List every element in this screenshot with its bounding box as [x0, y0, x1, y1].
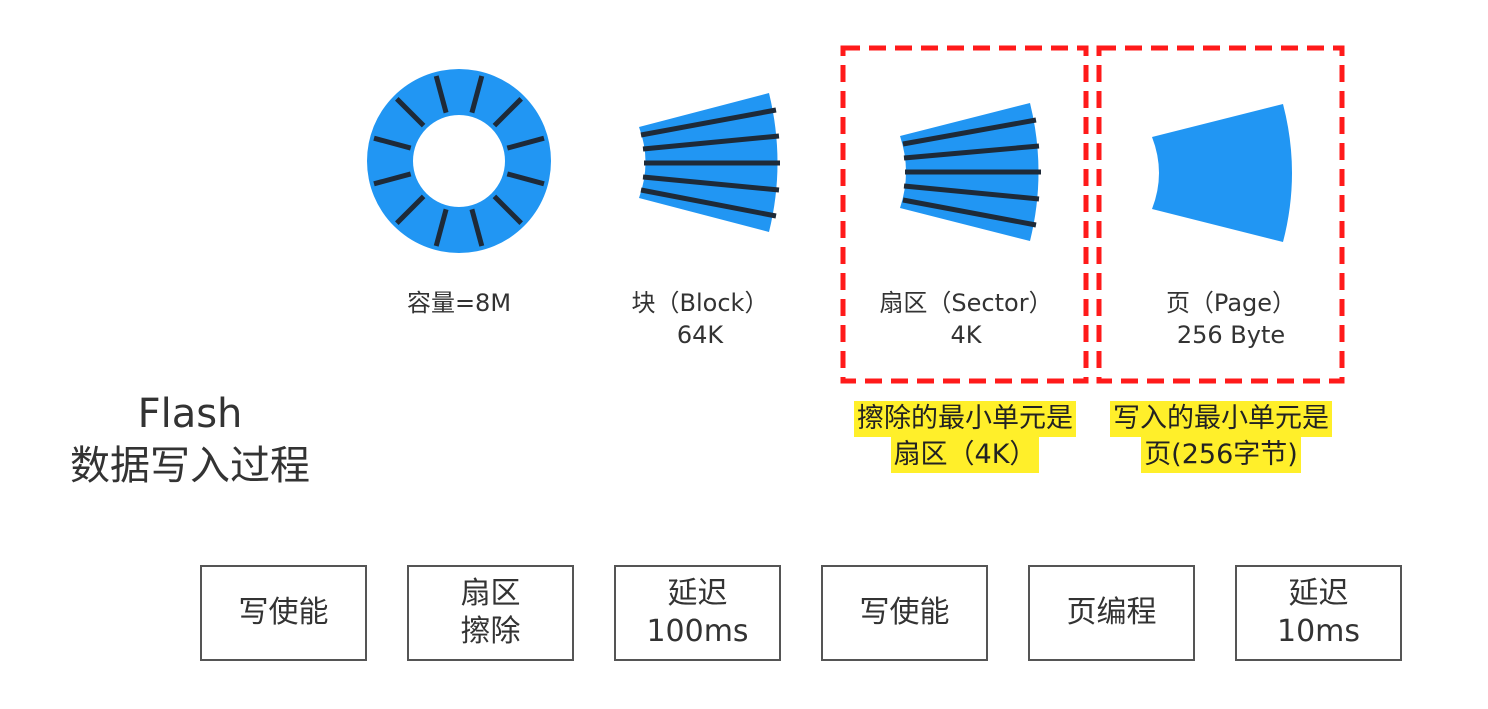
step-delay-100ms: 延迟 100ms: [614, 565, 781, 661]
step-label: 写使能: [238, 595, 329, 630]
step-label: 10ms: [1276, 614, 1361, 649]
page-caption-size: 256 Byte: [1176, 321, 1286, 349]
title-line-2: 数据写入过程: [70, 443, 310, 489]
step-label: 写使能: [859, 595, 950, 630]
step-sector-erase: 扇区 擦除: [407, 565, 574, 661]
page-note-line-1: 写入的最小单元是: [1110, 401, 1332, 437]
sector-caption-size: 4K: [950, 321, 982, 349]
donut-divider-line: [492, 97, 523, 128]
donut-divider-line: [492, 194, 523, 225]
donut-divider-line: [373, 135, 412, 151]
donut-divider-line: [395, 194, 426, 225]
donut-divider-line: [433, 75, 449, 114]
step-label: 100ms: [646, 614, 749, 649]
page-caption-name: 页（Page）: [1165, 289, 1297, 317]
page-wedge-shape: [1152, 104, 1292, 242]
donut-dividers: [373, 75, 545, 247]
donut-divider-line: [506, 135, 545, 151]
sector-caption: 扇区（Sector） 4K: [866, 287, 1066, 351]
block-caption: 块（Block） 64K: [610, 287, 790, 351]
page-caption: 页（Page） 256 Byte: [1131, 287, 1331, 351]
step-label: 延迟: [667, 576, 728, 611]
step-label: 页编程: [1066, 595, 1157, 630]
capacity-donut-shape: [367, 69, 551, 253]
block-caption-size: 64K: [676, 321, 724, 349]
sector-wedge-shape: [900, 103, 1041, 241]
page-title: Flash 数据写入过程: [40, 388, 340, 492]
page-write-note: 写入的最小单元是 页(256字节): [1091, 401, 1351, 473]
block-wedge-shape: [639, 93, 780, 232]
capacity-caption: 容量=8M: [379, 287, 539, 319]
donut-divider-line: [395, 97, 426, 128]
step-label: 擦除: [460, 614, 521, 649]
step-label: 扇区: [460, 576, 521, 611]
block-dividers: [640, 107, 780, 219]
capacity-caption-name: 容量=8M: [406, 289, 512, 317]
donut-divider-line: [469, 75, 485, 114]
donut-divider-line: [469, 208, 485, 247]
sector-note-line-2: 扇区（4K）: [890, 437, 1040, 473]
donut-divider-line: [373, 171, 412, 187]
sector-note-line-1: 擦除的最小单元是: [854, 401, 1076, 437]
block-caption-name: 块（Block）: [631, 289, 769, 317]
donut-ring: [367, 69, 551, 253]
sector-caption-name: 扇区（Sector）: [879, 289, 1053, 317]
title-line-1: Flash: [137, 391, 243, 437]
donut-divider-line: [433, 208, 449, 247]
page-note-line-2: 页(256字节): [1141, 437, 1301, 473]
sector-dividers: [902, 117, 1041, 228]
step-delay-10ms: 延迟 10ms: [1235, 565, 1402, 661]
step-label: 延迟: [1288, 576, 1349, 611]
donut-divider-line: [506, 171, 545, 187]
sector-erase-note: 擦除的最小单元是 扇区（4K）: [835, 401, 1095, 473]
step-write-enable-1: 写使能: [200, 565, 367, 661]
step-page-program: 页编程: [1028, 565, 1195, 661]
step-write-enable-2: 写使能: [821, 565, 988, 661]
